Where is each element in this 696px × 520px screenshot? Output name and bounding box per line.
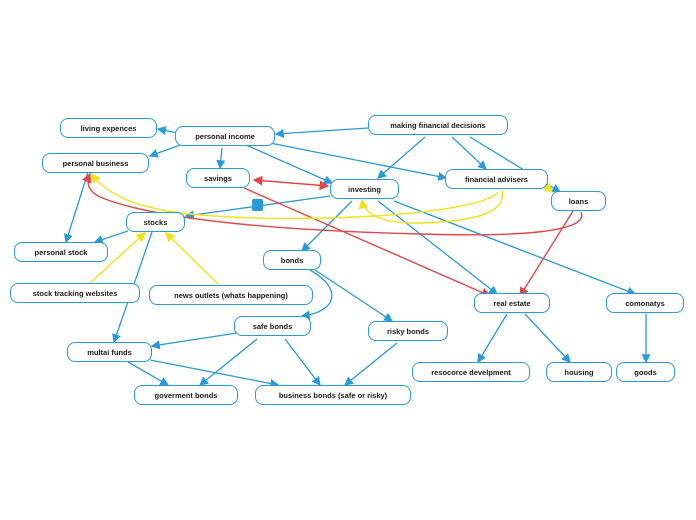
connector <box>150 332 238 350</box>
node-personal-income[interactable]: personal income <box>175 126 275 146</box>
node-financial-advisers[interactable]: financial advisers <box>445 169 548 189</box>
node-personal-business[interactable]: personal business <box>42 153 149 173</box>
connector-yellow <box>165 232 219 285</box>
node-news-outlets[interactable]: news outlets (whats happening) <box>149 285 313 305</box>
connector-red <box>252 175 330 191</box>
connector-red <box>82 172 583 236</box>
node-comonatys[interactable]: comonatys <box>606 293 684 313</box>
connector <box>63 171 89 244</box>
connector <box>477 313 508 364</box>
node-business-bonds[interactable]: business bonds (safe or risky) <box>255 385 411 405</box>
connector <box>274 127 369 139</box>
connector <box>300 269 333 320</box>
connector <box>393 200 637 296</box>
connector <box>127 361 170 386</box>
connector <box>245 144 334 185</box>
node-personal-stock[interactable]: personal stock <box>14 242 108 262</box>
node-savings[interactable]: savings <box>186 168 250 188</box>
node-investing[interactable]: investing <box>330 179 399 199</box>
node-goverment-bonds[interactable]: goverment bonds <box>134 385 238 405</box>
connector <box>198 338 258 386</box>
connector <box>301 200 353 252</box>
connector-red <box>243 187 492 298</box>
connector <box>284 338 321 387</box>
connector-yellow <box>89 232 147 284</box>
node-loans[interactable]: loans <box>551 191 606 211</box>
connector <box>524 313 571 363</box>
connector <box>314 269 394 322</box>
connector <box>216 147 226 170</box>
connector <box>377 200 499 295</box>
connector-yellow <box>358 189 504 224</box>
node-real-estate[interactable]: real estate <box>474 293 550 313</box>
connector <box>149 359 280 388</box>
node-stocks[interactable]: stocks <box>126 212 185 232</box>
connector <box>343 342 398 386</box>
node-safe-bonds[interactable]: safe bonds <box>234 316 311 336</box>
node-stock-tracking-websites[interactable]: stock tracking websites <box>10 283 140 303</box>
node-multai-funds[interactable]: multai funds <box>67 342 152 362</box>
node-making-financial-decisions[interactable]: making financial decisions <box>368 115 508 135</box>
note-marker-icon[interactable] <box>252 199 263 211</box>
node-risky-bonds[interactable]: risky bonds <box>368 321 448 341</box>
connector <box>451 136 487 170</box>
node-housing[interactable]: housing <box>546 362 612 382</box>
connector <box>148 144 181 158</box>
connector-red <box>519 210 574 298</box>
node-bonds[interactable]: bonds <box>263 250 321 270</box>
node-goods[interactable]: goods <box>616 362 675 382</box>
connector <box>93 230 129 244</box>
connector <box>156 126 179 135</box>
node-living-expences[interactable]: living expences <box>60 118 157 138</box>
node-resource-development[interactable]: resocorce develpment <box>412 362 530 382</box>
connector <box>269 142 448 181</box>
connector <box>377 136 426 179</box>
connector-yellow <box>91 172 499 220</box>
